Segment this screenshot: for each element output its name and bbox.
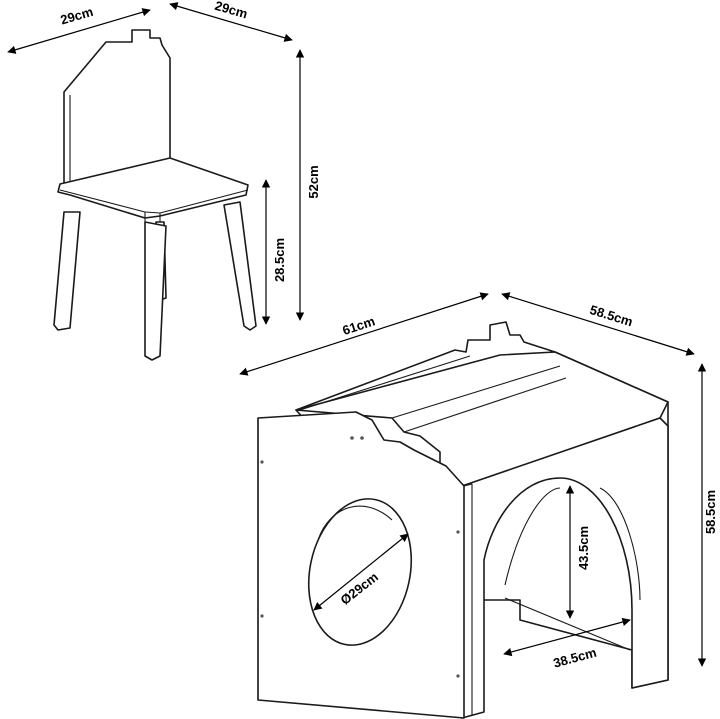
chair-seat-height-label: 28.5cm [272,238,287,282]
table-arch-back-curve [599,487,641,601]
table-round-hole-rim [317,505,393,541]
arch-width-label: 38.5cm [552,645,598,671]
table-arch-inner-left [504,487,561,586]
chair-height-label: 52cm [306,165,321,198]
chair-front-leg-left [53,211,81,331]
chair-depth-label: 29cm [59,4,95,28]
screw-dot-3 [260,460,264,464]
table-top-groove-1 [391,365,561,419]
chair-front-leg-front [144,221,167,361]
table-depth-label: 58.5cm [588,302,635,329]
table-width-dimension-line [239,292,489,376]
hole-diameter-dimension-line [313,533,409,611]
table-height-label: 58.5cm [703,490,718,534]
table-top-groove-2 [403,377,567,433]
chair-depth-dimension-line [7,8,151,54]
arch-width-dimension-line [503,617,631,657]
screw-dot-5 [456,530,460,534]
table-depth-dimension-line [501,292,695,356]
arch-height-label: 43.5cm [576,526,591,570]
table-right-panel [461,417,669,719]
table-left-panel-thickness [463,483,473,716]
chair-seat-thickness [144,212,161,224]
chair-width-dimension-line [169,2,293,42]
chair-seat-edge [59,189,249,214]
screw-dot-2 [360,436,364,440]
table-drawing [257,321,669,719]
screw-dot-1 [350,436,354,440]
table-width-label: 61cm [340,313,376,338]
chair-drawing [53,29,257,361]
screw-dot-6 [456,674,460,678]
screw-dot-4 [260,614,264,618]
chair-front-leg-right [223,201,257,331]
